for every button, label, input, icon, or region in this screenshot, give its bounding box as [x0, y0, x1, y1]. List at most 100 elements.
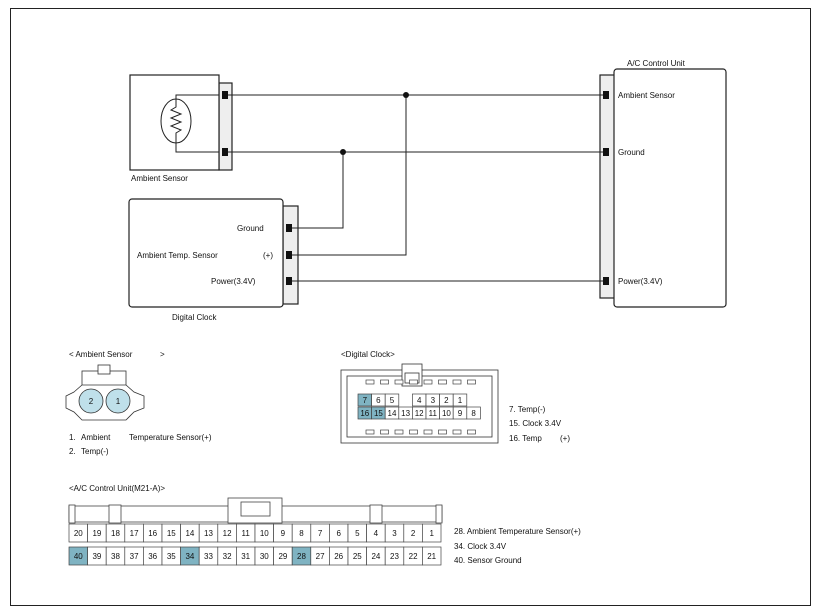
clock-latch — [394, 379, 404, 385]
terminal-dot — [286, 224, 292, 232]
ac-pin-label: 15 — [167, 529, 176, 538]
clock-pin-label: 1 — [458, 396, 463, 405]
ac-pin-label: 24 — [371, 552, 380, 561]
wire-clock-ground — [292, 152, 344, 229]
terminal-dot — [222, 148, 228, 156]
clock-pin-label: 12 — [415, 409, 424, 418]
ac-pin-label: 16 — [148, 529, 157, 538]
ac-pin-label: 23 — [390, 552, 399, 561]
terminal-dot — [603, 148, 609, 156]
ac-pin-label: 8 — [299, 529, 304, 538]
ambient-legend-text: Temp(-) — [81, 447, 109, 456]
thermistor-lead-top — [175, 94, 219, 100]
ac-power-label: Power(3.4V) — [618, 277, 663, 286]
clock-legend-line: 16. Temp — [509, 434, 542, 443]
ambient-connector-title-end: > — [160, 350, 165, 359]
wire-clock-ambient — [292, 95, 407, 256]
ac-pin-label: 26 — [334, 552, 343, 561]
thermistor-lead-bottom — [175, 143, 219, 153]
clock-pin-label: 6 — [376, 396, 381, 405]
ac-pin-label: 12 — [223, 529, 232, 538]
ac-pin-label: 10 — [260, 529, 269, 538]
ac-pin-label: 22 — [409, 552, 418, 561]
junction-dot — [403, 92, 409, 98]
ac-pin-label: 31 — [241, 552, 250, 561]
ac-pin-label: 36 — [148, 552, 157, 561]
clock-latch — [423, 379, 433, 385]
ambient-legend-text: Ambient — [81, 433, 111, 442]
ambient-connector-title: < Ambient Sensor — [69, 350, 133, 359]
ac-control-unit-component — [599, 68, 727, 308]
ac-pin-label: 21 — [427, 552, 436, 561]
ac-pin-label: 39 — [92, 552, 101, 561]
clock-legend-line: 7. Temp(-) — [509, 405, 546, 414]
ambient-pin-label: 2 — [89, 397, 94, 406]
ac-ground-label: Ground — [618, 148, 645, 157]
clock-latch — [438, 429, 447, 435]
clock-pin-label: 11 — [429, 409, 438, 418]
clock-pin-cell — [384, 393, 400, 407]
ambient-legend-num: 1. — [69, 433, 76, 442]
clock-pin-label: 16 — [360, 409, 369, 418]
clock-latch — [394, 429, 404, 435]
ac-legend-line: 28. Ambient Temperature Sensor(+) — [454, 527, 581, 536]
ac-pin-label: 6 — [336, 529, 341, 538]
clock-pin-label: 4 — [417, 396, 422, 405]
digital-clock-component — [128, 198, 299, 308]
ac-control-unit-body — [613, 68, 727, 308]
terminal-dot — [222, 91, 228, 99]
ac-pin-label: 32 — [223, 552, 232, 561]
ac-pin-label: 17 — [130, 529, 139, 538]
clock-latch — [365, 379, 375, 385]
ac-pin-label: 18 — [111, 529, 120, 538]
ac-pin-label: 19 — [92, 529, 101, 538]
ac-pin-cell — [422, 546, 442, 566]
clock-pin-label: 2 — [444, 396, 449, 405]
clock-pin-label: 5 — [390, 396, 395, 405]
clock-latch — [438, 379, 447, 385]
ambient-sensor-component — [129, 74, 233, 171]
clock-latch — [380, 429, 389, 435]
ac-legend-line: 40. Sensor Ground — [454, 556, 522, 565]
clock-pin-cell — [452, 393, 468, 407]
clock-latch — [452, 429, 462, 435]
ambient-pin — [105, 388, 131, 414]
ac-pin-label: 27 — [316, 552, 325, 561]
ac-pin-label: 2 — [411, 529, 416, 538]
ac-pin-label: 13 — [204, 529, 213, 538]
ac-pin-label: 25 — [353, 552, 362, 561]
digital-clock-caption: Digital Clock — [172, 313, 217, 322]
clock-latch — [409, 429, 418, 435]
ac-connector-face — [68, 497, 443, 524]
clock-pin-label: 10 — [442, 409, 451, 418]
clock-pin-label: 15 — [374, 409, 383, 418]
ambient-connector-face: 2 1 — [65, 364, 145, 421]
ac-pin-label: 35 — [167, 552, 176, 561]
ac-pin-label: 1 — [429, 529, 434, 538]
thermistor-zigzag — [169, 100, 183, 143]
clock-latch — [467, 379, 476, 385]
ac-legend-line: 34. Clock 3.4V — [454, 542, 507, 551]
ac-connector-strip — [599, 74, 616, 299]
ambient-pin — [78, 388, 104, 414]
ambient-sensor-caption: Ambient Sensor — [131, 174, 188, 183]
wires — [228, 92, 603, 282]
clock-pin-label: 9 — [458, 409, 463, 418]
ac-connector-title: <A/C Control Unit(M21-A)> — [69, 484, 165, 493]
clock-latch — [380, 379, 389, 385]
junction-dot — [340, 149, 346, 155]
ambient-legend-text: Temperature Sensor(+) — [129, 433, 212, 442]
ac-pin-cell — [422, 523, 442, 543]
ambient-pin-label: 1 — [116, 397, 121, 406]
ambient-legend-num: 2. — [69, 447, 76, 456]
clock-ground-label: Ground — [237, 224, 264, 233]
clock-legend-line: 15. Clock 3.4V — [509, 419, 562, 428]
clock-pin-label: 8 — [471, 409, 476, 418]
clock-power-label: Power(3.4V) — [211, 277, 256, 286]
terminal-dot — [603, 277, 609, 285]
clock-latch — [409, 379, 418, 385]
clock-connector-title: <Digital Clock> — [341, 350, 395, 359]
ac-pin-label: 11 — [242, 529, 251, 538]
